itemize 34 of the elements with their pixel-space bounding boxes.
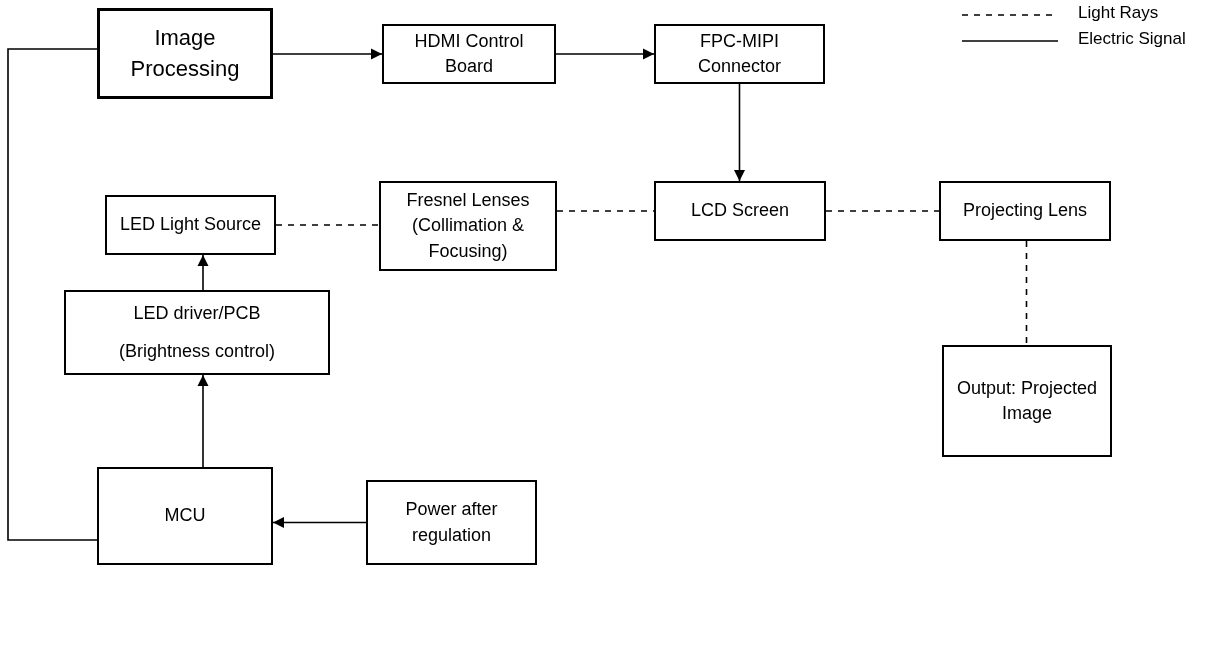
box-label: (Brightness control) bbox=[118, 339, 276, 363]
process-box bbox=[939, 181, 1111, 241]
signal-arrow bbox=[197, 254, 209, 291]
box-label: Output: Projected Image bbox=[955, 376, 1099, 425]
process-box bbox=[64, 290, 330, 375]
box-label: FPC-MIPI Connector bbox=[696, 29, 783, 78]
box-label: HDMI Control Board bbox=[413, 29, 525, 78]
process-box bbox=[654, 24, 825, 84]
signal-arrow bbox=[272, 516, 367, 529]
light-ray-line bbox=[1025, 240, 1028, 346]
box-label: Fresnel Lenses (Collimation & Focusing) bbox=[405, 189, 531, 263]
box-label: LED Light Source bbox=[119, 213, 262, 237]
process-box bbox=[97, 8, 273, 99]
process-box bbox=[379, 181, 557, 271]
process-box bbox=[942, 345, 1112, 457]
legend-label: Electric Signal bbox=[1078, 29, 1186, 49]
signal-arrow bbox=[555, 48, 655, 60]
process-box bbox=[105, 195, 276, 255]
light-ray-line bbox=[275, 224, 380, 226]
process-box bbox=[382, 24, 556, 84]
light-ray-line bbox=[825, 210, 940, 212]
box-label: MCU bbox=[164, 504, 206, 528]
legend-label: Light Rays bbox=[1078, 3, 1159, 23]
box-label: Image Processing bbox=[129, 23, 241, 83]
signal-arrow bbox=[733, 83, 746, 182]
process-box bbox=[97, 467, 273, 565]
signal-arrow bbox=[272, 48, 383, 60]
box-label: Projecting Lens bbox=[962, 199, 1088, 223]
box-label: Power after regulation bbox=[404, 498, 499, 547]
box-label: LED driver/PCB bbox=[133, 302, 261, 326]
signal-arrow bbox=[197, 374, 209, 468]
process-box bbox=[654, 181, 826, 241]
box-label: LCD Screen bbox=[690, 199, 789, 223]
process-box bbox=[366, 480, 537, 565]
